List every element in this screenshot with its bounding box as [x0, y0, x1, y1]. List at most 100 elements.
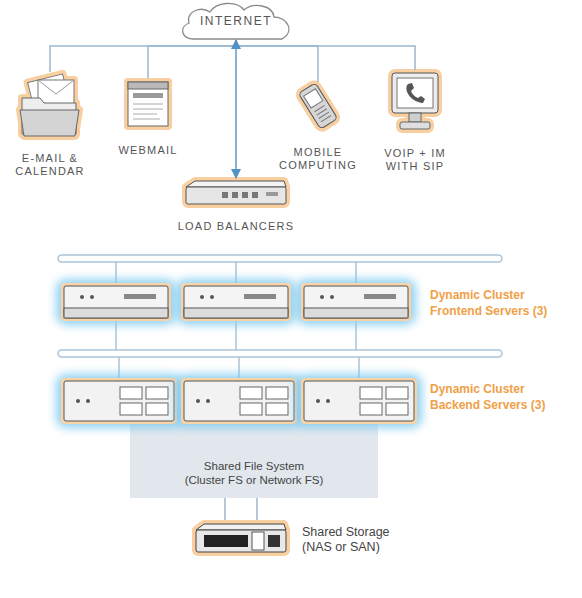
service-icon: VOIP + IM WITH SIP [388, 70, 442, 134]
node-text-block: Shared File System(Cluster FS or Network… [130, 460, 378, 488]
icon-part [130, 408, 378, 498]
icon-part [196, 530, 286, 552]
icon-part [315, 105, 332, 122]
icon-part [133, 104, 163, 119]
bus-drop [116, 321, 359, 378]
node-text-block: VOIP + IM WITH SIP [373, 147, 457, 173]
backend-server [56, 374, 182, 428]
icon-halo [20, 74, 79, 136]
icon-part [128, 82, 168, 89]
halo-part [400, 122, 430, 129]
icon-body [186, 181, 286, 204]
shared-file-system-band: Shared File System(Cluster FS or Network… [130, 408, 378, 498]
halo-part [242, 192, 248, 198]
halo-part [232, 192, 238, 198]
halo-part [268, 535, 280, 547]
halo-part [128, 82, 168, 89]
halo-part [397, 78, 433, 108]
service-icon: MOBILE COMPUTING [293, 82, 343, 130]
service-icon: E-MAIL & CALENDAR [18, 72, 82, 138]
frontend-server [296, 279, 416, 325]
icon-part [196, 524, 286, 530]
icon-halo [392, 73, 438, 129]
network-link [236, 40, 415, 70]
halo-part [252, 532, 264, 550]
node-label: (Cluster FS or Network FS) [130, 474, 378, 488]
node-text-block: E-MAIL & CALENDAR [0, 152, 100, 178]
halo-part [204, 535, 248, 547]
halo-part [128, 82, 168, 126]
network-link [236, 40, 318, 82]
icon-body [196, 524, 286, 552]
frontend-server [56, 279, 176, 325]
icon-part [304, 89, 323, 108]
icon-part [400, 122, 430, 129]
node-label: VOIP + IM WITH SIP [373, 147, 457, 173]
node-label: LOAD BALANCERS [136, 220, 336, 233]
node-outline [293, 82, 343, 130]
icon-part [186, 181, 286, 187]
icon-part [252, 532, 264, 550]
icon-part [186, 187, 286, 204]
icon-part [232, 192, 238, 198]
icon-halo [196, 524, 286, 552]
network-link [148, 40, 236, 78]
icon-part [268, 535, 280, 547]
node-text-block: WEBMAIL [98, 144, 198, 157]
node-label: Shared File System [130, 460, 378, 474]
bus-drop [116, 262, 356, 284]
node-text-block: LOAD BALANCERS [136, 220, 336, 233]
icon-part [397, 78, 433, 108]
node-outline [18, 72, 82, 138]
node-label: INTERNET [178, 14, 294, 28]
node-label: MOBILE COMPUTING [268, 146, 368, 172]
icon-body [392, 73, 438, 129]
storage-device: Shared Storage(NAS or SAN) [192, 520, 290, 556]
halo-part [20, 110, 79, 136]
network-bus [58, 350, 502, 357]
backend-server [176, 374, 302, 428]
internet-cloud: INTERNET [178, 2, 294, 40]
icon-part [298, 83, 337, 129]
icon-halo [128, 82, 168, 126]
halo-part [186, 187, 286, 204]
icon-part [252, 192, 258, 198]
icon-part [204, 535, 248, 547]
tier-label: Dynamic Cluster Frontend Servers (3) [430, 288, 564, 319]
backend-server [296, 374, 422, 428]
node-outline [182, 178, 290, 208]
network-bus [58, 255, 502, 262]
node-outline [388, 70, 442, 134]
node-outline [124, 78, 172, 130]
node-outline [192, 520, 290, 556]
node-text-block: Shared Storage(NAS or SAN) [302, 525, 442, 555]
frontend-server [176, 279, 296, 325]
icon-part [266, 192, 278, 196]
node-label: Shared Storage [302, 525, 442, 540]
icon-part [406, 83, 425, 103]
traffic-arrow [235, 40, 237, 178]
node-label: (NAS or SAN) [302, 540, 442, 555]
halo-part [409, 113, 421, 122]
network-link [50, 40, 236, 72]
node-text-block: MOBILE COMPUTING [268, 146, 368, 172]
icon-part [222, 192, 228, 198]
service-icon: WEBMAIL [124, 78, 172, 130]
halo-part [252, 192, 258, 198]
halo-part [266, 192, 278, 196]
icon-part [128, 82, 168, 126]
icon-body [130, 408, 378, 498]
node-text-block: INTERNET [178, 14, 294, 28]
network-link [225, 498, 257, 520]
icon-part [20, 110, 79, 136]
icon-halo [186, 181, 286, 204]
node-label: E-MAIL & CALENDAR [0, 152, 100, 178]
tier-label: Dynamic Cluster Backend Servers (3) [430, 382, 564, 413]
icon-part [133, 93, 163, 98]
halo-part [186, 181, 286, 187]
node-label: WEBMAIL [98, 144, 198, 157]
load-balancer: LOAD BALANCERS [182, 178, 290, 208]
icon-body [20, 74, 79, 136]
